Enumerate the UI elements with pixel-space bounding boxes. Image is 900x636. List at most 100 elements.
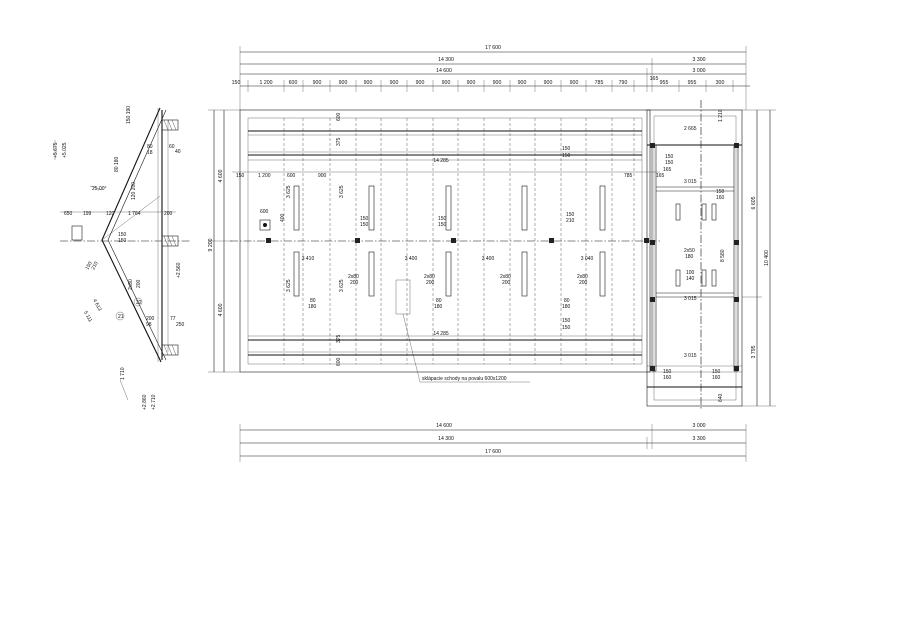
section-label: 180 bbox=[562, 304, 571, 310]
seg-label: 785 bbox=[595, 80, 604, 86]
collar-beams bbox=[293, 185, 606, 297]
section-dim: 77 bbox=[170, 316, 176, 322]
roof-section: +5.675 +5.025 25,00° 650 199 120 1 764 2… bbox=[53, 106, 190, 410]
dim-overall-bottom: 17 600 bbox=[485, 449, 501, 455]
dim-3795: 3 795 bbox=[751, 345, 757, 358]
section-dim: 1 710 bbox=[120, 367, 126, 380]
seg-label: 900 bbox=[313, 80, 322, 86]
wing-label: 3 015 bbox=[684, 296, 697, 302]
seg-label: 600 bbox=[289, 80, 298, 86]
wing-label: 150 bbox=[712, 369, 721, 375]
main-roof-plan: sklápacie schody na povalu 600x1200 14 2… bbox=[230, 109, 665, 383]
section-callout: 21 bbox=[118, 314, 124, 320]
section-dim: 200 bbox=[136, 279, 142, 288]
section-label: 80 bbox=[436, 298, 442, 304]
section-dim: 2x80 bbox=[128, 279, 134, 290]
wing-label: 180 bbox=[685, 254, 694, 260]
seg-label: 900 bbox=[467, 80, 476, 86]
wing-label: 3 015 bbox=[684, 179, 697, 185]
section-label: 2x80 bbox=[348, 274, 359, 280]
v-label: 3 625 bbox=[286, 279, 292, 292]
length-label-bottom: 14 285 bbox=[433, 331, 449, 337]
section-dim: 150 bbox=[118, 232, 127, 238]
dim-6605: 6 605 bbox=[751, 196, 757, 209]
seg-label: 1 200 bbox=[260, 80, 273, 86]
bottom-dimension-chains: 14 600 3 000 14 300 3 300 17 600 bbox=[239, 423, 747, 462]
dim-overall-top: 17 600 bbox=[485, 45, 501, 51]
top-dimension-chains: 17 600 14 300 3 300 14 600 3 000 165 150… bbox=[232, 45, 750, 110]
section-length: 4 613 bbox=[91, 298, 102, 312]
section-label: 180 bbox=[308, 304, 317, 310]
section-label: 2x80 bbox=[424, 274, 435, 280]
dim-600-bot: 600 bbox=[336, 357, 342, 366]
ridge-posts bbox=[266, 238, 649, 243]
dim-3000-top: 3 000 bbox=[693, 68, 706, 74]
wing-label: 2 665 bbox=[684, 126, 697, 132]
section-dim: 120 bbox=[106, 211, 115, 217]
wing-label: 150 bbox=[665, 154, 674, 160]
section-dim: 199 bbox=[83, 211, 92, 217]
section-dim: 210 bbox=[90, 261, 99, 271]
hatch-note: sklápacie schody na povalu 600x1200 bbox=[422, 376, 507, 382]
section-dim: 80 bbox=[147, 144, 153, 150]
wing-label: 140 bbox=[686, 276, 695, 282]
seg-label: 790 bbox=[619, 80, 628, 86]
section-angle: 25,00° bbox=[92, 186, 107, 192]
seg-label: 955 bbox=[688, 80, 697, 86]
section-dim: 150 190 bbox=[126, 106, 132, 124]
dim-3000-bottom: 3 000 bbox=[693, 423, 706, 429]
dim-14300-bottom: 14 300 bbox=[438, 436, 454, 442]
v-label: 3 625 bbox=[339, 185, 345, 198]
length-label-top: 14 285 bbox=[433, 158, 449, 164]
wing-label: 150 bbox=[716, 189, 725, 195]
rafters bbox=[283, 118, 635, 364]
dim-14300-top: 14 300 bbox=[438, 57, 454, 63]
section-label: 150 bbox=[438, 222, 447, 228]
wing-label: 150 bbox=[663, 369, 672, 375]
section-dim: 98 bbox=[146, 322, 152, 328]
section-label: 150 bbox=[562, 146, 571, 152]
row-label: 1 200 bbox=[258, 173, 271, 179]
dim-3300-bottom: 3 300 bbox=[693, 436, 706, 442]
wing-label: 160 bbox=[716, 195, 725, 201]
section-label: 150 bbox=[562, 153, 571, 159]
dim-4600-upper: 4 600 bbox=[218, 169, 224, 182]
section-dim: 200 bbox=[146, 316, 155, 322]
row-label: 785 bbox=[624, 173, 633, 179]
seg-label: 900 bbox=[390, 80, 399, 86]
row-label: 600 bbox=[287, 173, 296, 179]
dim-9200: 9 200 bbox=[208, 238, 214, 251]
section-label: 200 bbox=[579, 280, 588, 286]
chimney-opening bbox=[259, 219, 271, 231]
wing-label: 640 bbox=[718, 393, 724, 402]
section-label: 150 bbox=[566, 212, 575, 218]
section-label: 200 bbox=[426, 280, 435, 286]
left-vertical-dims: 9 200 4 600 4 600 bbox=[208, 109, 240, 373]
dim-3300-top: 3 300 bbox=[693, 57, 706, 63]
section-dim: 40 bbox=[175, 149, 181, 155]
dim-14600-bottom: 14 600 bbox=[436, 423, 452, 429]
section-label: 150 bbox=[360, 222, 369, 228]
wing-label: 2x50 bbox=[684, 248, 695, 254]
v-label: 3 625 bbox=[339, 279, 345, 292]
section-label: 2x80 bbox=[500, 274, 511, 280]
wing-label: 3 015 bbox=[684, 353, 697, 359]
span-label: 3 400 bbox=[405, 256, 418, 262]
span-label: 3 410 bbox=[302, 256, 315, 262]
section-label: 2x80 bbox=[577, 274, 588, 280]
section-elev: +2.860 bbox=[142, 394, 148, 410]
section-label: 150 bbox=[360, 216, 369, 222]
section-label: 80 bbox=[564, 298, 570, 304]
section-dim: 150 bbox=[118, 238, 127, 244]
section-dim: 200 bbox=[164, 211, 173, 217]
dim-375-top: 375 bbox=[336, 137, 342, 146]
wing-label: 160 bbox=[663, 375, 672, 381]
section-label: 150 bbox=[562, 325, 571, 331]
opening-label: 600 bbox=[260, 209, 269, 215]
right-vertical-dims: 10 400 6 605 3 795 bbox=[742, 109, 776, 407]
top-segment-labels: 150 1 200 600 900 900 900 900 900 900 90… bbox=[232, 80, 725, 86]
span-label: 3 400 bbox=[482, 256, 495, 262]
seg-label: 900 bbox=[339, 80, 348, 86]
section-dim: 150 bbox=[84, 261, 93, 271]
